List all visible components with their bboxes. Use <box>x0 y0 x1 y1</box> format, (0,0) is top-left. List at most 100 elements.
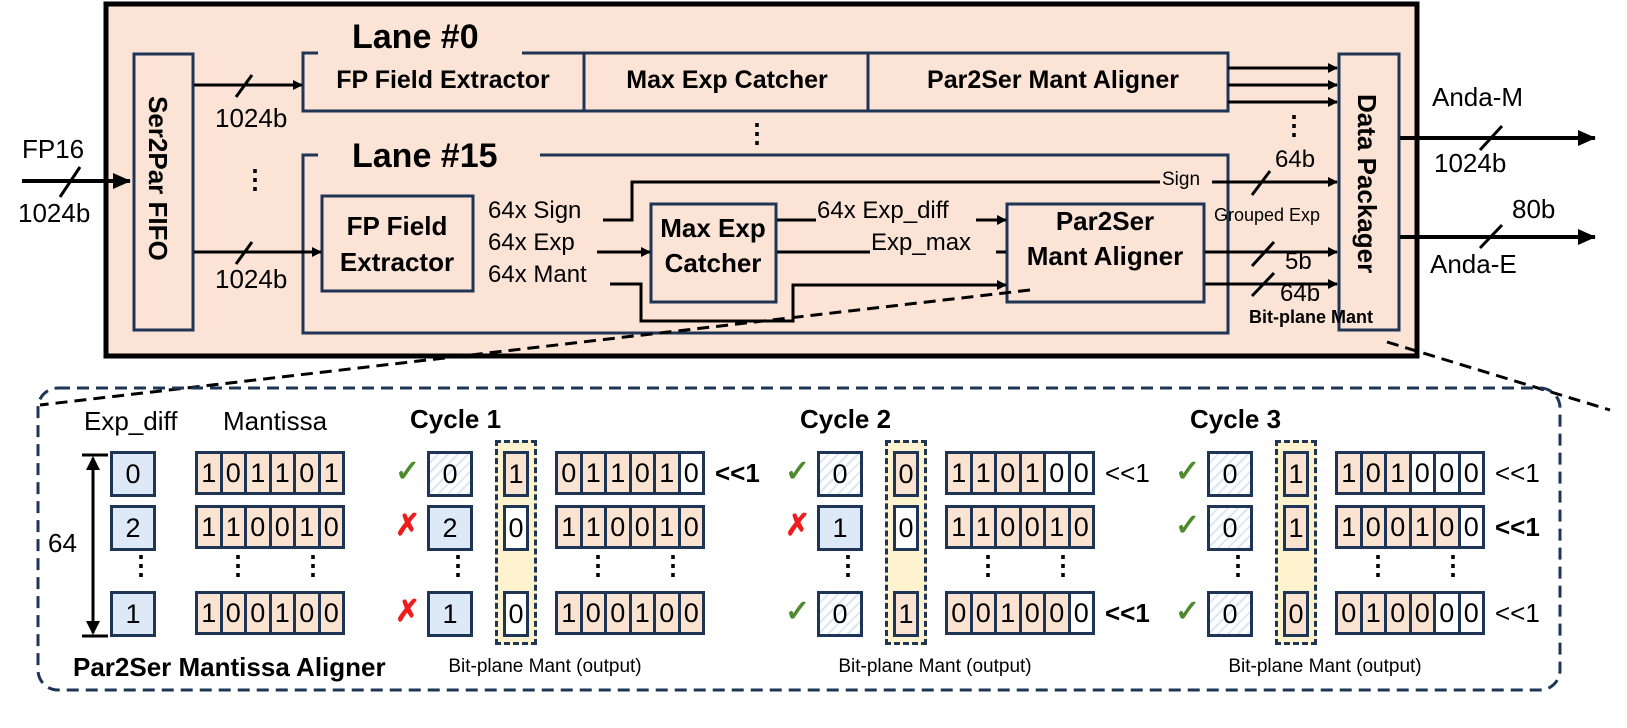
mantissa-bit: 1 <box>198 508 220 546</box>
mantissa-bit: 1 <box>1046 508 1068 546</box>
check-icon: ✓ <box>785 455 811 488</box>
exp-diff-cell: 2 <box>427 505 473 551</box>
shift-label: <<1 <box>1495 458 1540 488</box>
shift-label: <<1 <box>1105 598 1150 628</box>
out-m-width: 1024b <box>1434 148 1507 178</box>
exp-diff-cell: 1 <box>110 591 156 637</box>
catcher-box <box>649 202 778 304</box>
exp-diff-cell: 0 <box>817 591 863 637</box>
mantissa-bit: 0 <box>680 508 702 546</box>
fifo-box <box>132 52 195 332</box>
out-m-label: Anda-M <box>1432 82 1524 112</box>
mantissa-bit: 1 <box>247 454 269 492</box>
mantissa-bit: 0 <box>271 508 293 546</box>
mantissa-bit: 1 <box>631 594 653 632</box>
aligner-box <box>1005 202 1206 304</box>
mantissa-bit: 0 <box>1021 594 1043 632</box>
mantissa-bit: 0 <box>1362 508 1384 546</box>
mantissa-bit: 0 <box>1362 454 1384 492</box>
output-caption: Bit-plane Mant (output) <box>838 656 1032 677</box>
mantissa-bit: 1 <box>198 594 220 632</box>
mantissa-bit: 0 <box>247 594 269 632</box>
out-e-width: 80b <box>1512 194 1556 224</box>
exp-diff-cell: 0 <box>817 451 863 497</box>
fifo-out-width-top: 1024b <box>215 103 288 133</box>
check-icon: ✓ <box>1175 595 1201 628</box>
output-bit-cell: 0 <box>893 451 919 497</box>
mantissa-bit: 0 <box>1436 508 1458 546</box>
exp-diff-cell: 0 <box>427 451 473 497</box>
mantissa-bit: 1 <box>972 454 994 492</box>
mantissa-bit: 0 <box>631 508 653 546</box>
lanes-ellipsis-left: ⋮ <box>242 164 268 194</box>
exp-diff-cell: 0 <box>1207 505 1253 551</box>
aligner-label-2: Mant Aligner <box>1026 241 1184 271</box>
output-bit-cell: 0 <box>503 591 529 637</box>
lane0-stage-catcher: Max Exp Catcher <box>626 66 828 94</box>
fifo-lane15-slash <box>234 241 254 265</box>
mantissa-bit: 0 <box>247 508 269 546</box>
mant-width: 64b <box>1280 280 1321 307</box>
cycle-title: Cycle 3 <box>1190 404 1282 434</box>
signal-mant: 64x Mant <box>488 261 587 288</box>
mantissa-bit: 1 <box>1338 508 1360 546</box>
cycle-title: Cycle 1 <box>410 404 502 434</box>
mantissa-bit: 0 <box>1070 594 1092 632</box>
shift-label: <<1 <box>715 458 760 488</box>
rows-bracket-arrow-up <box>86 456 100 470</box>
signal-sign-route: Sign <box>1162 169 1201 190</box>
mantissa-ellipsis-2: ⋮ <box>1050 550 1076 580</box>
cycle-title: Cycle 2 <box>800 404 892 434</box>
extractor-label-1: FP Field <box>346 211 448 241</box>
cross-icon: ✗ <box>785 509 811 542</box>
exp-diff-ellipsis: ⋮ <box>1225 550 1251 580</box>
out-e-slash <box>1478 223 1504 250</box>
mantissa-bit: 0 <box>1436 454 1458 492</box>
lanes-ellipsis-right: ⋮ <box>1281 110 1307 140</box>
mantissa-bit: 0 <box>1460 594 1482 632</box>
sign-slash <box>1250 170 1272 196</box>
mantissa-ellipsis-1: ⋮ <box>975 550 1001 580</box>
lane0-frame <box>301 51 1230 113</box>
grouped-exp-label: Grouped Exp <box>1214 205 1321 225</box>
output-bit-cell: 0 <box>1283 591 1309 637</box>
check-icon: ✓ <box>1175 509 1201 542</box>
mantissa-bit: 1 <box>320 454 342 492</box>
shift-label: <<1 <box>1495 598 1540 628</box>
mantissa-bit: 0 <box>1021 508 1043 546</box>
check-icon: ✓ <box>1175 455 1201 488</box>
rows-count-label: 64 <box>48 528 77 558</box>
mantissa-bit: 1 <box>1411 508 1433 546</box>
mantissa-bit: 1 <box>558 508 580 546</box>
sign-wire <box>603 180 1160 222</box>
detail-title: Par2Ser Mantissa Aligner <box>73 652 386 682</box>
fifo-label: Ser2Par FIFO <box>143 96 173 261</box>
mantissa-bit: 1 <box>972 508 994 546</box>
input-label: FP16 <box>22 134 85 164</box>
zoom-line-right <box>1386 340 1611 412</box>
out-e-label: Anda-E <box>1430 249 1517 279</box>
mantissa-bit: 1 <box>296 508 318 546</box>
mantissa-bit: 0 <box>997 454 1019 492</box>
bitplane-slash <box>1250 271 1276 298</box>
mantissa-bit: 1 <box>656 454 678 492</box>
mantissa-ellipsis-1: ⋮ <box>1365 550 1391 580</box>
signal-exp: 64x Exp <box>488 229 575 256</box>
mantissa-bit: 0 <box>1070 454 1092 492</box>
exp-diff-header: Exp_diff <box>84 406 178 436</box>
mantissa-ellipsis-2: ⋮ <box>660 550 686 580</box>
mantissa-bit: 0 <box>558 454 580 492</box>
mantissa-bit: 0 <box>607 594 629 632</box>
catcher-label-2: Catcher <box>664 248 762 278</box>
mantissa-bit: 0 <box>607 508 629 546</box>
